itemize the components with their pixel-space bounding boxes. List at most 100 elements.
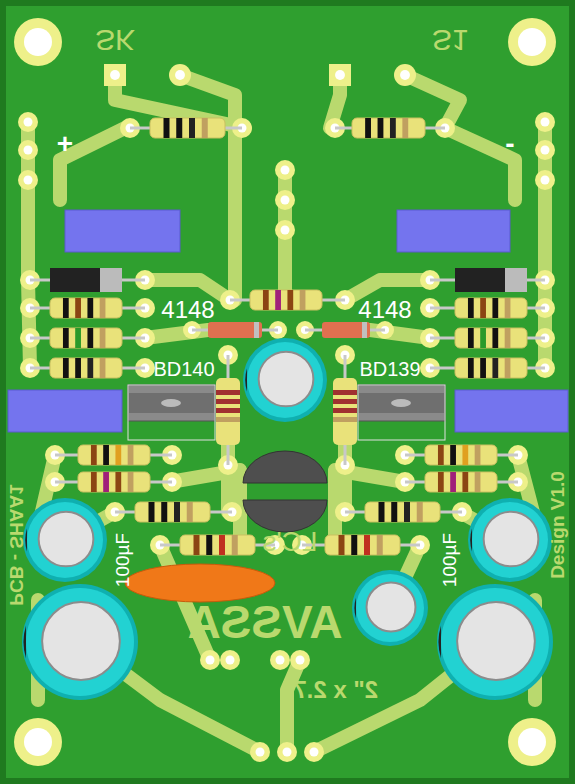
board-label: -: [505, 130, 514, 158]
board-label: Design V1.0: [548, 471, 567, 579]
resistor-band: [505, 328, 511, 348]
resistor-band: [216, 390, 240, 395]
resistor-band: [75, 328, 81, 348]
drill-hole: [541, 176, 550, 185]
resistor-band: [364, 535, 370, 555]
resistor-body: [352, 118, 425, 138]
drill-hole: [281, 166, 290, 175]
resistor-band: [480, 298, 486, 318]
drill-hole: [24, 176, 33, 185]
resistor-band: [287, 290, 293, 310]
capacitor-shadow: [352, 570, 428, 646]
copper-trace: [180, 75, 235, 300]
resistor-band: [87, 358, 93, 378]
polarity-stripe: [25, 529, 27, 552]
resistor-band: [187, 502, 193, 522]
board-label: +: [57, 130, 73, 158]
resistor-band: [128, 445, 134, 465]
resistor-band: [391, 502, 397, 522]
electrolytic-capacitor: [26, 588, 134, 696]
resistor-band: [333, 399, 357, 404]
resistor-body: [50, 328, 122, 348]
resistor-band: [91, 472, 97, 492]
resistor-band: [263, 290, 269, 310]
resistor-band: [75, 358, 81, 378]
resistor-band: [300, 290, 306, 310]
resistor-band: [468, 328, 474, 348]
board-label: 4148: [358, 298, 411, 322]
resistor-band: [379, 502, 385, 522]
resistor-band: [438, 472, 444, 492]
solder-pad: [18, 112, 38, 132]
board-label: 100µF: [440, 533, 459, 587]
board-label: BD140: [153, 359, 214, 379]
resistor-body: [325, 535, 400, 555]
resistor-band: [492, 358, 498, 378]
drill-hole: [335, 70, 345, 80]
film-capacitor: [397, 210, 510, 252]
solder-pad: [290, 650, 310, 670]
resistor-body: [455, 358, 527, 378]
film-capacitor: [65, 210, 180, 252]
resistor-body: [250, 290, 322, 310]
capacitor-top: [42, 602, 120, 680]
resistor-band: [63, 328, 69, 348]
drill-hole: [296, 656, 305, 665]
capacitor-shadow: [23, 498, 107, 582]
resistor-band: [417, 502, 423, 522]
resistor-body: [78, 445, 150, 465]
drill-hole: [175, 70, 185, 80]
resistor-band: [462, 472, 468, 492]
board-edge: [3, 3, 572, 781]
resistor-band: [115, 472, 121, 492]
resistor-band: [176, 118, 182, 138]
resistor-band: [128, 472, 134, 492]
mounting-hole: [518, 28, 546, 56]
board-label: AVSSA: [187, 599, 342, 645]
solder-pad: [18, 140, 38, 160]
resistor-band: [87, 328, 93, 348]
resistor-band: [492, 328, 498, 348]
film-capacitor: [455, 390, 568, 432]
resistor-band: [333, 408, 357, 413]
silkscreen-outline: [128, 385, 215, 440]
resistor-band: [505, 298, 511, 318]
copper-trace: [287, 660, 300, 752]
resistor-body: [216, 378, 240, 445]
resistor-band: [480, 328, 486, 348]
resistor-band: [103, 445, 109, 465]
resistor-band: [468, 358, 474, 378]
solder-pad: [394, 64, 416, 86]
capacitor-shadow: [437, 584, 553, 700]
resistor-band: [100, 358, 106, 378]
resistor-band: [219, 535, 225, 555]
resistor-body: [135, 502, 210, 522]
drill-hole: [256, 748, 265, 757]
resistor-band: [378, 118, 384, 138]
solder-pad: [169, 64, 191, 86]
film-capacitor: [8, 390, 122, 432]
ceramic-capacitor: [125, 564, 275, 602]
resistor-body: [50, 298, 122, 318]
board-label: LC's: [262, 528, 317, 556]
mounting-hole: [24, 728, 52, 756]
diode-body: [455, 268, 527, 292]
board-label: 2" x 2.7": [282, 678, 378, 702]
mounting-slot: [161, 399, 181, 407]
polarity-stripe: [245, 369, 247, 392]
electrolytic-capacitor: [356, 574, 424, 642]
mounting-hole-ring: [14, 18, 62, 66]
resistor-body: [365, 502, 440, 522]
solder-pad: [220, 650, 240, 670]
resistor-band: [161, 502, 167, 522]
solder-pad: [250, 742, 270, 762]
resistor-band: [404, 502, 410, 522]
resistor-band: [390, 118, 396, 138]
resistor-band: [505, 358, 511, 378]
resistor-band: [63, 298, 69, 318]
drill-hole: [400, 70, 410, 80]
resistor-body: [50, 358, 122, 378]
solder-pad: [275, 160, 295, 180]
resistor-band: [475, 472, 481, 492]
